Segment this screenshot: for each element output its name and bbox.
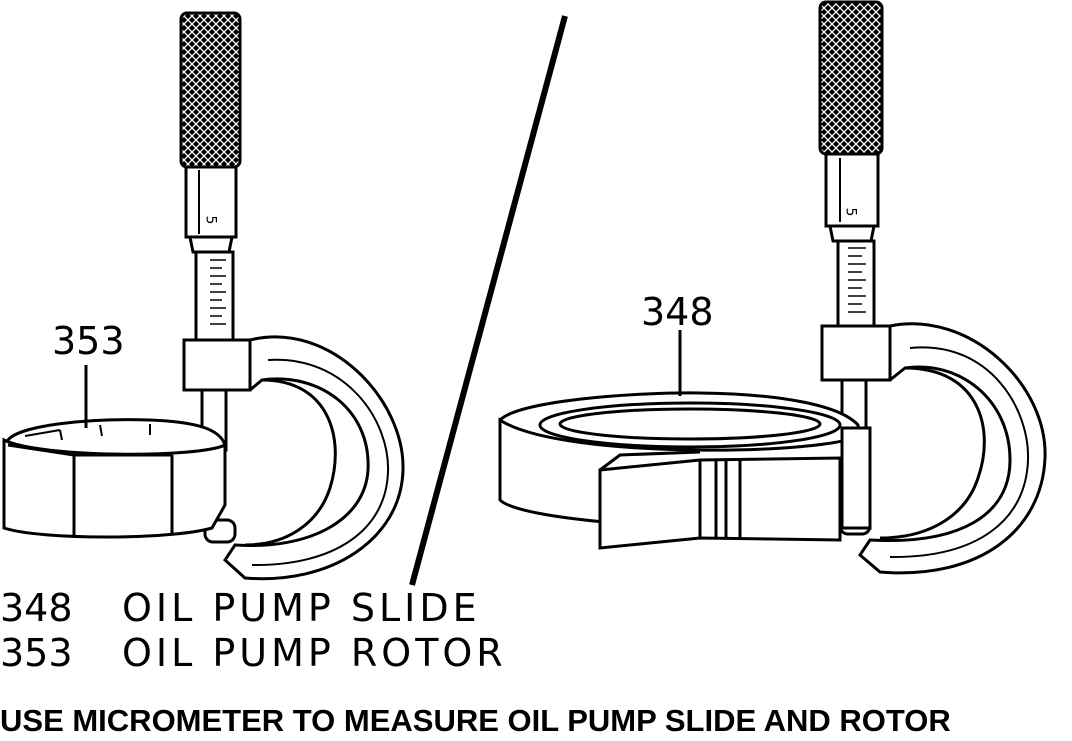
thimble — [184, 165, 238, 239]
knurled-ratchet — [179, 11, 242, 169]
callout-slide: 348 — [641, 290, 714, 334]
divider-line — [409, 15, 568, 586]
oil-pump-rotor — [2, 365, 227, 539]
knurled-ratchet — [818, 0, 884, 156]
legend-number: 353 — [0, 631, 73, 675]
left-micrometer — [179, 11, 405, 581]
thimble-mark-right: 5 — [842, 207, 859, 217]
sleeve — [194, 250, 235, 342]
legend-label: OIL PUMP ROTOR — [122, 631, 507, 675]
c-frame — [820, 322, 1047, 575]
callout-rotor: 353 — [52, 319, 125, 363]
c-frame — [182, 335, 405, 581]
legend-label: OIL PUMP SLIDE — [122, 586, 481, 630]
oil-pump-slide — [498, 330, 872, 550]
legend-number: 348 — [0, 586, 73, 630]
figure-caption: USE MICROMETER TO MEASURE OIL PUMP SLIDE… — [0, 703, 951, 738]
thimble-mark-left: 5 — [202, 215, 219, 225]
right-micrometer — [818, 0, 1047, 575]
sleeve — [836, 239, 876, 328]
